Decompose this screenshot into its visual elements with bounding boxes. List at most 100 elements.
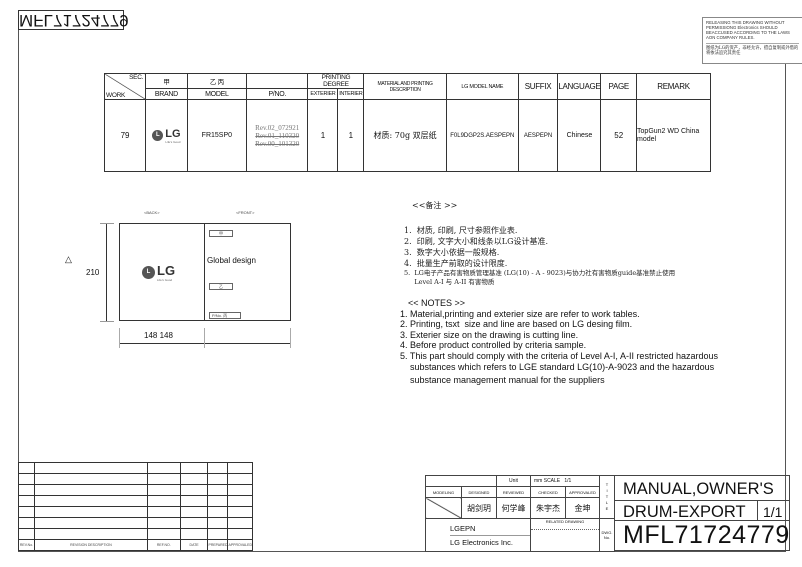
date-header: DATE: [179, 539, 209, 551]
brand-header: BRAND: [145, 88, 188, 100]
prepared-header: PREPARED: [207, 539, 229, 551]
material-cell: 材质: 70g 双层纸: [363, 99, 447, 172]
note-cn-item: Level A-I 与 A-II 有害物质: [404, 278, 495, 286]
revision-triangle-icon: △: [65, 254, 72, 264]
role-reviewed: REVIEWED: [496, 486, 531, 498]
title-line-1: MANUAL,OWNER'S: [623, 480, 774, 498]
front-panel: 甲 Global design 乙 P/No. 丙: [204, 223, 291, 321]
frame-left: [18, 30, 19, 552]
reviewer-name: 何学峰: [496, 497, 531, 519]
warning-cn: 图纸为LG的资产，非经允许，擅自复制或外借的将依法追究其责任: [706, 43, 799, 56]
exterier-header: EXTERIER: [307, 88, 339, 100]
confidentiality-notice: RELEASING THIS DRAWING WITHOUT PERMISSIO…: [702, 17, 802, 64]
note-cn-item: 2. 印刷, 文字大小和线条以LG设计基准.: [404, 237, 549, 246]
role-checked: CHECKED: [530, 486, 566, 498]
rev-desc-header: REVISION DESCRIPTION: [33, 539, 148, 551]
approvaled-header: APPROVALED: [227, 539, 253, 551]
front-label: <FRONT>: [236, 210, 255, 215]
related-drawing-cell: RELATED DRAWING: [530, 518, 600, 552]
exterier-cell: 1: [307, 99, 339, 172]
note-en-item: 2. Printing, tsxt size and line are base…: [400, 319, 633, 329]
note-cn-item: 3. 数字大小依据一般规格.: [404, 248, 500, 257]
revision-table: REV.No. REVISION DESCRIPTION REF.NO. DAT…: [18, 462, 253, 551]
sheet-number: 1/1: [763, 504, 783, 520]
checker-name: 朱宇杰: [530, 497, 566, 519]
notes-cn-title: <<备注 >>: [412, 201, 458, 210]
note-cn-item: 4. 批量生产前取的设计限度.: [404, 259, 508, 268]
note-cn-item: 5. LG电子产品有害物质管理基准 (LG(10) - A - 9023)与协力…: [404, 269, 676, 277]
front-text: Global design: [207, 256, 256, 265]
scale-cell: mm SCALE 1/1: [530, 475, 600, 487]
mirrored-drawing-number: MFL71724779: [18, 10, 129, 30]
brand-box: 甲: [209, 230, 233, 237]
model-header: MODEL: [186, 88, 247, 100]
suffix-cell: AESPEPN: [517, 99, 559, 172]
warning-en: RELEASING THIS DRAWING WITHOUT PERMISSIO…: [706, 20, 790, 40]
note-en-item: 3. Exterier size on the drawing is cutti…: [400, 329, 579, 340]
brand-cn-header: 甲: [145, 73, 188, 89]
height-dimension: 210: [86, 268, 100, 277]
ref-no-header: REF.NO.: [146, 539, 181, 551]
interier-header: INTERIER: [337, 88, 365, 100]
note-en-item: 4. Before product controlled by criteria…: [400, 340, 587, 350]
title-line-2: DRUM-EXPORT: [623, 503, 746, 521]
dim-ext-mid: [204, 328, 205, 348]
title-divider: [615, 500, 790, 501]
notes-chinese: <<备注 >> 1. 材质, 印刷, 尺寸参照作业表. 2. 印刷, 文字大小和…: [404, 200, 675, 287]
work-table: SEC.WORK 甲 乙 丙 PRINTING DEGREE MATERIAL …: [103, 73, 711, 172]
designer-name: 胡剑玥: [461, 497, 497, 519]
language-cell: Chinese: [557, 99, 602, 172]
dim-ext-bottom: [100, 321, 114, 322]
drawing-number: MFL71724779: [623, 521, 790, 549]
note-en-item: 1. Material,printing and exterier size a…: [400, 308, 640, 319]
back-label: <BACK>: [144, 210, 160, 215]
dim-ext-left: [119, 328, 120, 348]
model-cn-header: 乙 丙: [186, 73, 247, 89]
role-modeling: MODELING: [425, 486, 462, 498]
remark-header: REMARK: [636, 73, 711, 100]
page-cell: 52: [600, 99, 638, 172]
role-designed: DESIGNED: [461, 486, 497, 498]
notes-en-title: << NOTES >>: [408, 298, 466, 308]
frame-right: [785, 64, 786, 552]
title-label: T I T L E: [599, 475, 615, 519]
title-box: MANUAL,OWNER'S DRUM-EXPORT 1/1 MFL717247…: [614, 475, 790, 551]
model-cell: FR15SP0: [186, 99, 247, 172]
lg-model-name-cell: F0L9DGP2S.AESPEPN: [445, 99, 519, 172]
approver-name: 金坤: [565, 497, 600, 519]
title-block: Unit mm SCALE 1/1 T I T L E MODELING DES…: [425, 475, 615, 552]
width-dimension-line: [119, 343, 291, 344]
pno-box: P/No. 丙: [209, 312, 241, 319]
role-approvaled: APPROVALED: [565, 486, 600, 498]
lg-face-icon: L: [152, 130, 164, 141]
sec-work-header: SEC.WORK: [103, 73, 147, 100]
width-dimension: 148 148: [144, 331, 173, 340]
blank-header: [245, 73, 309, 89]
modeling-signature: [425, 497, 462, 519]
remark-cell: TopGun2 WD China model: [636, 99, 711, 172]
pno-header: P/NO.: [245, 88, 309, 100]
frame-bottom: [18, 551, 786, 552]
note-en-item: substances which refers to LGE standard …: [400, 362, 715, 372]
suffix-header: SUFFIX: [517, 73, 559, 100]
lg-face-icon: L: [142, 266, 155, 279]
note-en-item: substance management manual for the supp…: [400, 375, 605, 385]
notes-english: << NOTES >> 1. Material,printing and ext…: [400, 298, 718, 387]
interier-cell: 1: [337, 99, 365, 172]
dim-ext-top: [100, 223, 114, 224]
sheet-divider: [757, 500, 758, 520]
language-header: LANGUAGE: [557, 73, 602, 100]
lg-model-name-header: LG MODEL NAME: [445, 73, 519, 100]
rev-no-header: REV.No.: [18, 539, 35, 551]
material-header: MATERIAL AND PRINTING DESCRIPTION: [363, 73, 447, 100]
dwg-label: DWG. No.: [599, 518, 615, 552]
note-cn-item: 1. 材质, 印刷, 尺寸参照作业表.: [404, 226, 518, 235]
model-box: 乙: [209, 283, 233, 290]
unit-label: Unit: [496, 475, 531, 487]
